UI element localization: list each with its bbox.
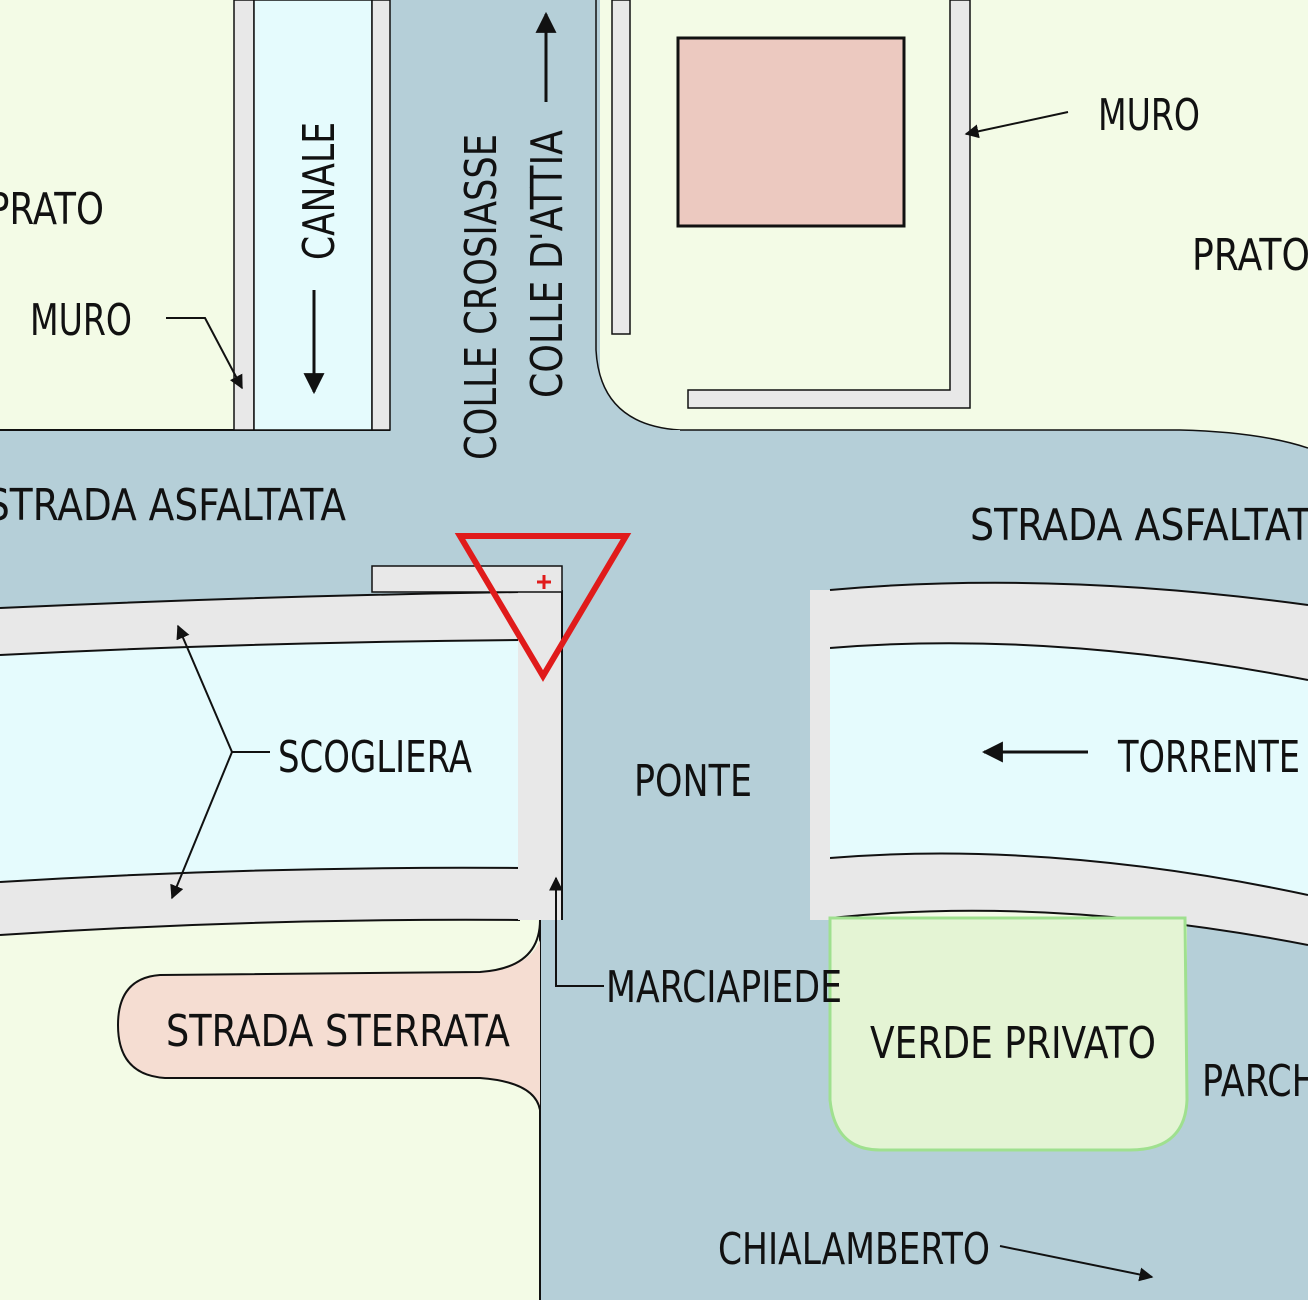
- label-ponte: PONTE: [634, 756, 752, 807]
- yield-sign-icon: [454, 533, 632, 682]
- label-strada-asfaltata-left: STRADA ASFALTATA: [0, 480, 346, 531]
- label-torrente: TORRENTE: [1117, 732, 1300, 783]
- label-marciapiede: MARCIAPIEDE: [606, 962, 842, 1013]
- wall-muro-right: [687, 0, 971, 409]
- canal-wall-right: [371, 0, 391, 431]
- label-muro-right: MURO: [1098, 90, 1200, 141]
- dirt-road-edge: [116, 919, 541, 1111]
- dirt-road: [118, 940, 540, 1110]
- building: [676, 36, 906, 228]
- road-colle-curve-edge: [595, 0, 681, 431]
- label-scogliera: SCOGLIERA: [278, 732, 472, 783]
- label-verde-privato: VERDE PRIVATO: [870, 1018, 1156, 1069]
- label-chialamberto: CHIALAMBERTO: [718, 1224, 990, 1275]
- muro-right-pointer: [964, 111, 1069, 139]
- scogliera-pointer-down: [170, 751, 233, 900]
- torrent-right-bank-top: [829, 581, 1308, 681]
- torrent-left-bank-top: [0, 591, 521, 656]
- verde-privato-area: [828, 916, 1189, 1152]
- torrent-left-bank-bottom: [0, 866, 521, 936]
- label-canale: CANALE: [294, 122, 345, 260]
- torrent-right-bank-bottom: [829, 852, 1308, 946]
- road-top-edge-right: [680, 429, 1308, 449]
- label-muro-left: MURO: [30, 295, 132, 346]
- label-prato-right: PRATO: [1192, 230, 1308, 281]
- chialamberto-arrow-icon: [999, 1245, 1154, 1282]
- marciapiede-pointer: [549, 876, 604, 987]
- muro-left-pointer: [166, 317, 243, 390]
- road-colle-curve: [596, 350, 680, 430]
- label-colle-dattia: COLLE D'ATTIA: [522, 130, 573, 398]
- sidewalk-top-step: [371, 565, 563, 593]
- label-prato-left: PRATO: [0, 184, 104, 235]
- label-colle-crosiasse: COLLE CROSIASSE: [456, 134, 507, 460]
- wall-post: [611, 0, 631, 335]
- label-strada-sterrata: STRADA STERRATA: [166, 1006, 510, 1057]
- parapet-right: [810, 590, 830, 920]
- road-south: [540, 900, 1308, 1300]
- torrent-left-water: [0, 640, 520, 882]
- torrent-right-water: [830, 643, 1308, 895]
- canal-wall-left: [233, 0, 255, 431]
- road-colle: [390, 0, 600, 440]
- label-strada-asfaltata-right: STRADA ASFALTATA: [970, 500, 1308, 551]
- bridge-deck: [540, 590, 830, 920]
- label-parcheggio: PARCHEGGIO: [1202, 1056, 1308, 1107]
